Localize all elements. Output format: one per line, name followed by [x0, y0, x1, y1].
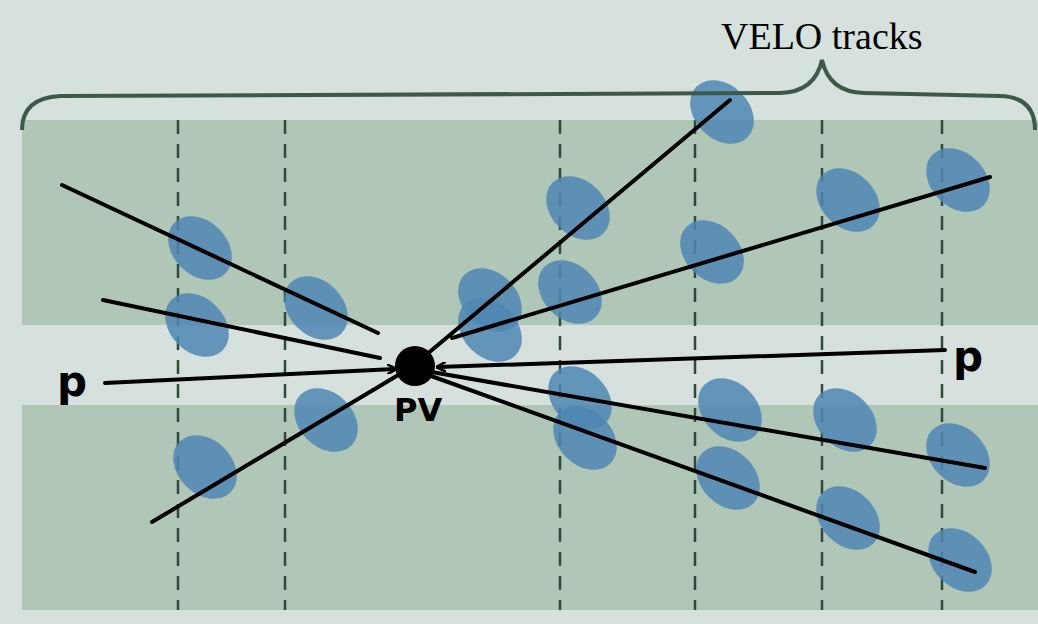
beam-label: p [57, 361, 87, 403]
hit [160, 422, 249, 511]
hit [685, 365, 774, 454]
tracks [62, 100, 990, 572]
hit [533, 163, 622, 252]
vertex-label: PV [394, 394, 442, 426]
hit [913, 410, 1002, 499]
hit [683, 433, 772, 522]
hit [800, 375, 889, 464]
detector-band [22, 120, 1038, 325]
module-planes [178, 120, 942, 610]
beam-label: p [953, 336, 983, 378]
hit [803, 473, 892, 562]
hit [913, 135, 1002, 224]
hit [803, 155, 892, 244]
hit [677, 67, 766, 156]
brace [22, 60, 1035, 130]
primary-vertex [395, 346, 435, 386]
hit [915, 515, 1004, 604]
hit [540, 393, 629, 482]
bracket-label: VELO tracks [721, 17, 923, 55]
